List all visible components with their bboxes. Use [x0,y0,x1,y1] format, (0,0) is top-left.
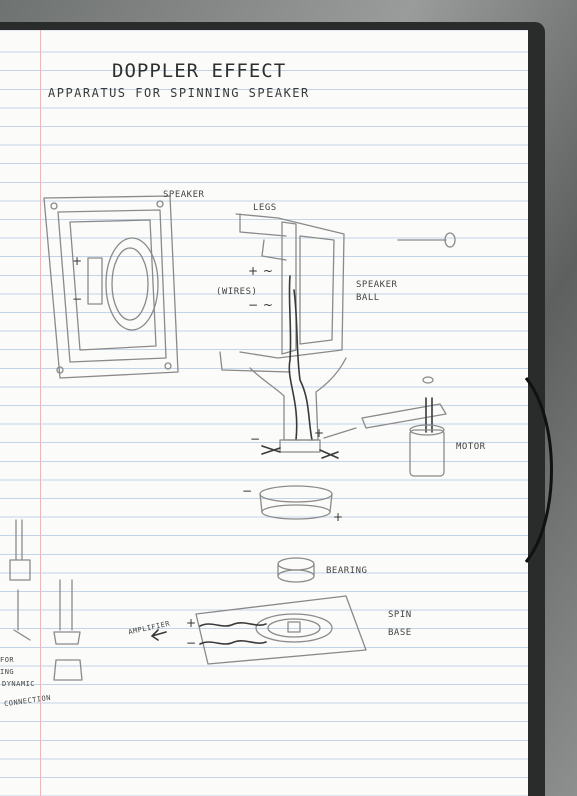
ring-minus-label: − [242,484,253,498]
spin-base-sketch [151,595,367,665]
label-speaker-ball: SPEAKER BALL [356,280,398,303]
motor-sketch [361,376,447,477]
margin-note-line-3: DYNAMIC [2,680,36,688]
page-title: DOPPLER EFFECT [112,60,287,82]
label-motor: MOTOR [456,442,486,452]
bearing-sketch [277,557,315,583]
label-bearing: BEARING [326,566,368,576]
label-speaker: SPEAKER [163,190,205,200]
base-minus-label: − [186,636,197,650]
speaker-minus-terminal: − [72,292,83,306]
screw-sketch [397,232,456,248]
wire-minus-label: − ~ [248,298,274,312]
lead-plus-label: + [314,426,325,440]
speaker-sketch [43,195,179,379]
slip-ring-sketch [259,485,333,520]
margin-note-line-2: ING [0,668,15,676]
speaker-ball-sketch [219,213,357,459]
binder-ring [524,377,553,563]
page-margin-line [40,30,41,796]
label-wires: (WIRES) [216,287,258,297]
label-spin-base: SPIN BASE [388,610,412,638]
base-plus-label: + [186,616,197,630]
notebook-page [0,30,528,796]
label-legs: LEGS [253,203,277,213]
lead-minus-label: − [250,432,261,446]
wire-plus-label: + ~ [248,264,274,278]
ring-plus-label: + [333,510,344,524]
page-subtitle: APPARATUS FOR SPINNING SPEAKER [48,86,310,100]
margin-note-line-1: FOR [0,656,15,664]
speaker-plus-terminal: + [72,254,83,268]
margin-connector-sketch [9,519,83,681]
